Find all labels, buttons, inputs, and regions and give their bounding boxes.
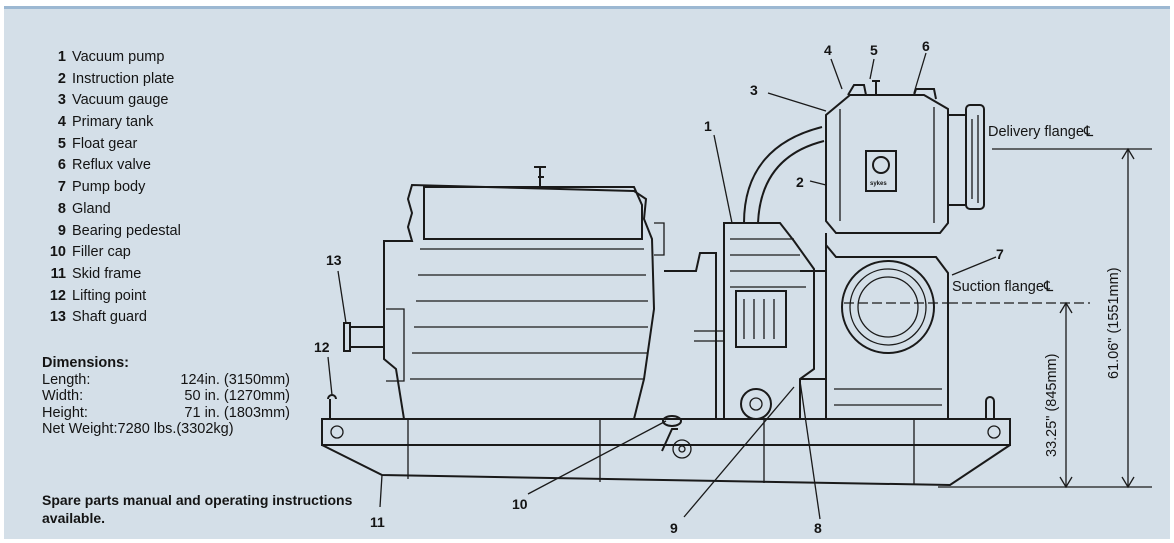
dimension-row: Net Weight:7280 lbs.(3302kg) (42, 421, 234, 437)
skid-frame (321, 418, 1011, 487)
dimension-row: Width:50 in. (1270mm) (42, 388, 290, 404)
callout-12: 12 (314, 339, 330, 355)
manual-note: Spare parts manual and operating instruc… (42, 492, 353, 526)
primary-tank: sykes (825, 80, 949, 234)
callout-8: 8 (814, 520, 822, 536)
height-total-label: 61.06" (1551mm) (1106, 267, 1122, 379)
callouts: 1 2 3 4 5 6 7 8 9 10 11 12 13 (314, 38, 1004, 536)
delivery-outlet (948, 104, 985, 210)
callout-11: 11 (370, 514, 385, 530)
suction-pipe (743, 126, 825, 224)
engine (383, 166, 717, 420)
callout-9: 9 (670, 520, 678, 536)
dimension-row: Length:124in. (3150mm) (42, 371, 290, 388)
dimension-row: Height:71 in. (1803mm) (42, 404, 290, 421)
logo-text: sykes (870, 181, 887, 187)
lifting-points (327, 394, 995, 419)
dimensions-block: Dimensions: Length:124in. (3150mm) Width… (42, 355, 290, 438)
suction-flange-label: Suction flange℄ (952, 279, 1054, 295)
pump-drawing: sykes (314, 38, 1152, 536)
leader-lines (327, 52, 997, 520)
callout-3: 3 (750, 82, 758, 98)
callout-13: 13 (326, 252, 342, 268)
dimensions-title: Dimensions: (42, 355, 130, 371)
vacuum-pump-group (661, 222, 815, 452)
callout-5: 5 (870, 42, 878, 58)
shaft-guard (343, 322, 385, 352)
callout-10: 10 (512, 496, 528, 512)
height-suction-label: 33.25" (845mm) (1044, 354, 1060, 457)
callout-7: 7 (996, 246, 1004, 262)
callout-4: 4 (824, 42, 832, 58)
dimension-lines: Delivery flange℄ Suction flange℄ 61.06" … (844, 124, 1152, 489)
callout-1: 1 (704, 118, 712, 134)
callout-2: 2 (796, 174, 804, 190)
delivery-flange-label: Delivery flange℄ (988, 124, 1094, 140)
callout-6: 6 (922, 38, 930, 54)
pump-body (800, 233, 949, 420)
